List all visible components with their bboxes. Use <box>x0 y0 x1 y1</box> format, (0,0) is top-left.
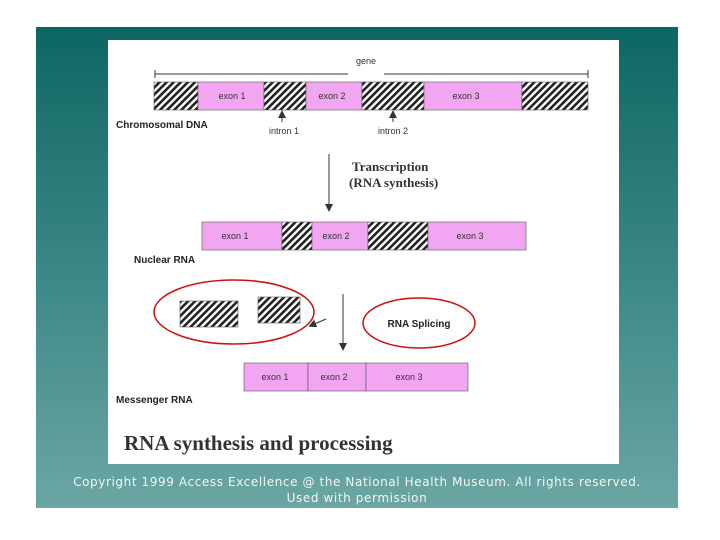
dna-exon-2-label: exon 2 <box>318 91 345 101</box>
chromosomal-dna-strand: exon 1 exon 2 exon 3 <box>153 81 589 111</box>
mrna-exon-3-segment <box>365 362 469 392</box>
gene-bracket: gene <box>154 56 589 78</box>
mrna-exon-2-label: exon 2 <box>320 372 347 382</box>
nuclear-exon-3-label: exon 3 <box>456 231 483 241</box>
nuclear-exon-1-segment <box>201 221 283 251</box>
dna-intron-1-segment <box>263 81 307 111</box>
mrna-exon-3-label: exon 3 <box>395 372 422 382</box>
permission-notice: Used with permission <box>286 491 428 505</box>
mrna-exon-2-segment <box>307 362 367 392</box>
nuclear-exon-3-segment <box>427 221 527 251</box>
messenger-rna-strand: exon 1 exon 2 exon 3 <box>243 362 469 392</box>
nuclear-rna-label: Nuclear RNA <box>134 255 195 266</box>
gene-label: gene <box>356 56 376 66</box>
mrna-exon-1-segment <box>243 362 309 392</box>
intron-2-label: intron 2 <box>378 126 408 136</box>
transcription-label: Transcription <box>352 159 429 174</box>
figure-title: RNA synthesis and processing <box>124 431 393 455</box>
nuclear-intron-2-segment <box>367 221 429 251</box>
nuclear-exon-1-label: exon 1 <box>221 231 248 241</box>
intron-removal-pointer <box>308 318 327 328</box>
copyright-notice: Copyright 1999 Access Excellence @ the N… <box>73 475 641 489</box>
nuclear-intron-1-segment <box>281 221 313 251</box>
rna-splicing-ring <box>362 297 476 349</box>
dna-exon-3-label: exon 3 <box>452 91 479 101</box>
intron-pointers <box>278 110 397 122</box>
nuclear-exon-2-label: exon 2 <box>322 231 349 241</box>
dna-exon-1-segment <box>197 81 265 111</box>
excised-intron-2 <box>257 296 301 324</box>
rna-processing-figure: gene exon 1 exon 2 exon 3 Chromosomal DN… <box>108 40 619 464</box>
nuclear-exon-2-segment <box>311 221 369 251</box>
excised-intron-1 <box>179 300 239 328</box>
dna-exon-1-label: exon 1 <box>218 91 245 101</box>
nuclear-rna-strand: exon 1 exon 2 exon 3 <box>201 221 527 251</box>
rna-splicing-label: RNA Splicing <box>388 319 451 330</box>
dna-intron-2-segment <box>361 81 425 111</box>
rna-synthesis-label: (RNA synthesis) <box>349 175 438 190</box>
messenger-rna-label: Messenger RNA <box>116 395 193 406</box>
chromosomal-dna-label: Chromosomal DNA <box>116 120 208 131</box>
diagram-canvas: gene exon 1 exon 2 exon 3 Chromosomal DN… <box>116 56 589 455</box>
intron-1-label: intron 1 <box>269 126 299 136</box>
removed-introns-ring <box>153 279 315 345</box>
mrna-exon-1-label: exon 1 <box>261 372 288 382</box>
